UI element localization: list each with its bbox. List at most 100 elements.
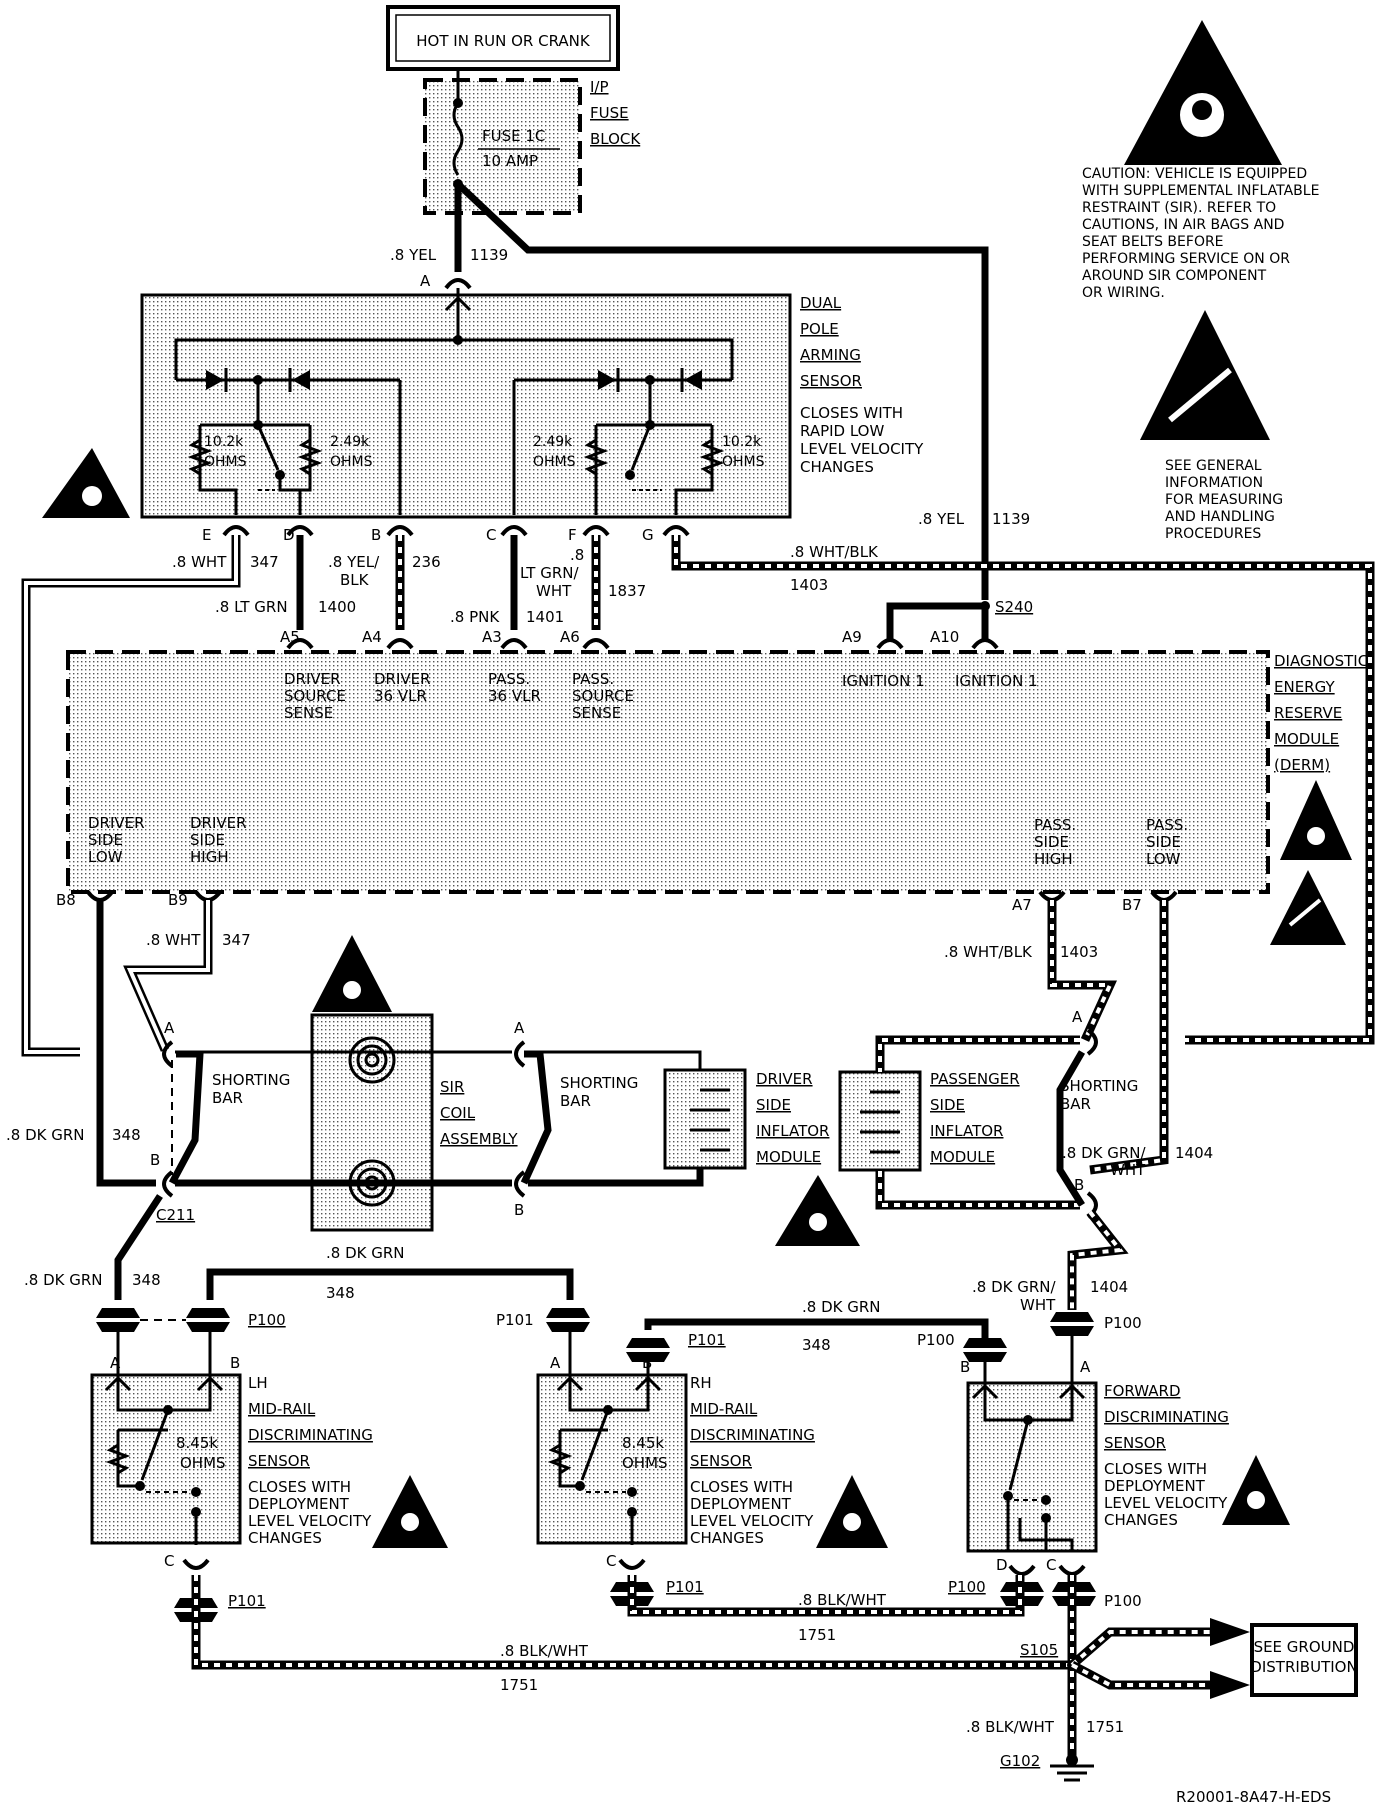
wire-number: 1403 [790,576,828,594]
wire-label: .8 [570,546,584,564]
derm-label: DRIVER [190,814,247,832]
arming-sensor-label: DUAL [800,294,842,312]
wire-label: .8 WHT/BLK [790,543,879,561]
derm-label: SOURCE [572,687,634,705]
wire-label: LT GRN/ [520,564,579,582]
wire-label: .8 BLK/WHT [500,1642,589,1660]
fuse-block-label: BLOCK [590,130,641,148]
derm-label: LOW [88,848,123,866]
wire-number: 1139 [470,246,508,264]
pin-label: A3 [482,628,502,646]
pin-label: B [514,1201,524,1219]
resistor-value: 10.2k [204,434,244,450]
derm-label: DRIVER [284,670,341,688]
derm-label: PASS. [1146,816,1188,834]
arming-sensor-desc: CHANGES [800,458,874,476]
lh-sensor-desc: CLOSES WITH [248,1478,351,1496]
diagram-code: R20001-8A47-H-EDS [1176,1788,1331,1806]
wire-number: 1751 [1086,1718,1124,1736]
esd-text: SEE GENERAL [1165,458,1262,474]
connector-label: P100 [248,1311,286,1329]
wire-number: 348 [112,1126,141,1144]
wire-label: .8 WHT [172,553,227,571]
pin-label: B [230,1354,240,1372]
esd-text: FOR MEASURING [1165,492,1283,508]
forward-sensor-label: FORWARD [1104,1382,1181,1400]
driver-inflator-label: SIDE [756,1096,791,1114]
pin-label: A [110,1354,121,1372]
lh-sensor-label: LH [248,1374,268,1392]
wire-number: 1404 [1175,1144,1213,1162]
connector-label: P100 [1104,1592,1142,1610]
derm-module [66,650,1270,894]
caution-text: AROUND SIR COMPONENT [1082,268,1267,284]
wire-number: 1403 [1060,943,1098,961]
pin-label: A4 [362,628,382,646]
rh-sensor-label: SENSOR [690,1452,752,1470]
wire-label: WHT [1020,1296,1056,1314]
wire-label: .8 BLK/WHT [966,1718,1055,1736]
forward-sensor-label: SENSOR [1104,1434,1166,1452]
wire-label: .8 DK GRN [6,1126,85,1144]
forward-sensor-desc: LEVEL VELOCITY [1104,1494,1228,1512]
wire-label: WHT [1110,1161,1146,1179]
lh-sensor-desc: CHANGES [248,1529,322,1547]
derm-title: DIAGNOSTIC [1274,652,1368,670]
power-label: HOT IN RUN OR CRANK [416,32,591,50]
esd-warning-icon [1270,870,1346,945]
derm-label: HIGH [1034,850,1073,868]
arming-sensor-label: SENSOR [800,372,862,390]
driver-inflator-module [663,1068,747,1170]
connector-p100 [96,1308,1094,1362]
pin-label: C [164,1552,174,1570]
esd-text: PROCEDURES [1165,526,1261,542]
rh-sensor-label: DISCRIMINATING [690,1426,815,1444]
wire-number: 1751 [798,1626,836,1644]
pin-label: B7 [1122,896,1142,914]
fuse-block-label: FUSE [590,104,629,122]
resistor-unit: OHMS [204,454,247,470]
sir-warning-icon [816,1475,888,1548]
splice-label: S105 [1020,1641,1058,1659]
caution-text: RESTRAINT (SIR). REFER TO [1082,200,1276,216]
pin-label: A [550,1354,561,1372]
wire-label: .8 BLK/WHT [798,1591,887,1609]
wire-number: 348 [326,1284,355,1302]
pin-label: B [1074,1176,1084,1194]
pin-label: C [606,1552,616,1570]
driver-inflator-label: MODULE [756,1148,821,1166]
lh-sensor-desc: DEPLOYMENT [248,1495,350,1513]
pin-label: B [371,526,381,544]
wire-number: 236 [412,553,441,571]
shorting-bar-label: BAR [212,1089,243,1107]
ground-distribution-box [1250,1623,1358,1697]
ground-label: G102 [1000,1752,1040,1770]
derm-label: LOW [1146,850,1181,868]
pin-label: G [642,526,654,544]
sir-warning-icon [42,448,130,518]
shorting-bar-label: BAR [560,1092,591,1110]
derm-label: PASS. [572,670,614,688]
sir-warning-icon [372,1475,448,1548]
derm-label: HIGH [190,848,229,866]
resistor-value: 2.49k [533,434,573,450]
wire-number: 348 [802,1336,831,1354]
arming-sensor-desc: LEVEL VELOCITY [800,440,924,458]
resistor-unit: OHMS [330,454,373,470]
esd-text: INFORMATION [1165,475,1263,491]
driver-inflator-label: INFLATOR [756,1122,829,1140]
wire-number: 1401 [526,608,564,626]
passenger-inflator-label: INFLATOR [930,1122,1003,1140]
derm-label: SIDE [190,831,225,849]
arming-sensor-label: ARMING [800,346,861,364]
fuse-block-label: I/P [590,78,609,96]
resistor-unit: OHMS [180,1454,226,1472]
wire-number: 348 [132,1271,161,1289]
resistor-value: 2.49k [330,434,370,450]
coil-label: ASSEMBLY [440,1130,518,1148]
resistor-unit: OHMS [622,1454,668,1472]
connector-label: P100 [917,1331,955,1349]
rh-sensor-desc: CLOSES WITH [690,1478,793,1496]
driver-inflator-label: DRIVER [756,1070,813,1088]
